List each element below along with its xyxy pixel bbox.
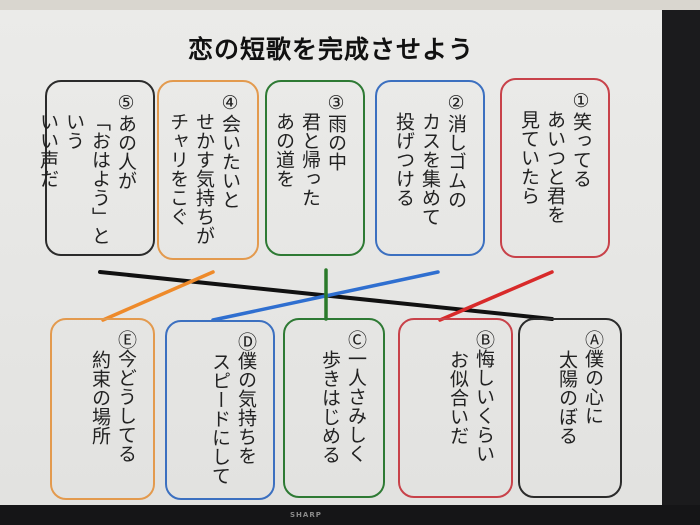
card-line: ①笑ってる bbox=[570, 90, 592, 188]
card-text: Ⓓ僕の気持ちをスピードにして bbox=[207, 332, 259, 485]
card-C[interactable]: Ⓒ一人さみしく歩きはじめる bbox=[283, 318, 385, 498]
card-line: ⑤あの人が bbox=[115, 92, 137, 190]
card-text: ①笑ってるあいつと君を見ていたら bbox=[516, 90, 594, 224]
card-text: Ⓔ今どうしてる約束の場所 bbox=[87, 330, 139, 463]
connection-1-B bbox=[438, 270, 554, 322]
card-line: 太陽のぼる bbox=[556, 350, 578, 445]
connection-4-E bbox=[101, 270, 215, 322]
card-line: 「おはよう」という bbox=[63, 112, 111, 245]
card-line: ③雨の中 bbox=[325, 92, 347, 171]
tv-bezel bbox=[0, 505, 700, 525]
card-line: ④会いたいと bbox=[219, 92, 241, 209]
background-wall bbox=[0, 0, 700, 10]
card-text: Ⓑ悔しいくらいお似合いだ bbox=[445, 330, 497, 463]
card-text: ④会いたいとせかす気持ちがチャリをこぐ bbox=[165, 92, 243, 245]
card-line: カスを集めて bbox=[419, 112, 441, 226]
card-line: 投げつける bbox=[393, 112, 415, 207]
card-line: あいつと君を bbox=[544, 110, 566, 224]
card-D[interactable]: Ⓓ僕の気持ちをスピードにして bbox=[165, 320, 275, 500]
card-line: Ⓔ今どうしてる bbox=[115, 330, 137, 463]
card-line: あの道を bbox=[273, 112, 295, 188]
card-text: ②消しゴムのカスを集めて投げつける bbox=[391, 92, 469, 226]
card-line: ②消しゴムの bbox=[445, 92, 467, 209]
card-line: Ⓓ僕の気持ちを bbox=[235, 332, 257, 465]
card-text: ③雨の中君と帰ったあの道を bbox=[271, 92, 349, 207]
slide-title: 恋の短歌を完成させよう bbox=[187, 35, 474, 64]
card-1[interactable]: ①笑ってるあいつと君を見ていたら bbox=[500, 78, 610, 258]
card-line: チャリをこぐ bbox=[167, 112, 189, 226]
card-line: Ⓒ一人さみしく bbox=[345, 330, 367, 463]
card-2[interactable]: ②消しゴムのカスを集めて投げつける bbox=[375, 80, 485, 256]
card-text: Ⓐ僕の心に太陽のぼる bbox=[554, 330, 606, 445]
card-line: せかす気持ちが bbox=[193, 112, 215, 245]
brand-logo: SHARP bbox=[290, 511, 322, 519]
card-line: いい声だ bbox=[37, 112, 59, 188]
card-line: 約束の場所 bbox=[89, 350, 111, 445]
card-text: ⑤あの人が「おはよう」といういい声だ bbox=[35, 92, 139, 254]
card-4[interactable]: ④会いたいとせかす気持ちがチャリをこぐ bbox=[157, 80, 259, 260]
card-text: Ⓒ一人さみしく歩きはじめる bbox=[317, 330, 369, 464]
card-3[interactable]: ③雨の中君と帰ったあの道を bbox=[265, 80, 365, 256]
card-line: Ⓐ僕の心に bbox=[582, 330, 604, 425]
card-line: 歩きはじめる bbox=[319, 350, 341, 464]
card-E[interactable]: Ⓔ今どうしてる約束の場所 bbox=[50, 318, 155, 500]
card-line: 見ていたら bbox=[518, 110, 540, 205]
card-A[interactable]: Ⓐ僕の心に太陽のぼる bbox=[518, 318, 622, 498]
card-line: Ⓑ悔しいくらい bbox=[473, 330, 495, 463]
card-5[interactable]: ⑤あの人が「おはよう」といういい声だ bbox=[37, 80, 155, 256]
card-B[interactable]: Ⓑ悔しいくらいお似合いだ bbox=[398, 318, 513, 498]
card-line: スピードにして bbox=[209, 352, 231, 485]
card-line: 君と帰った bbox=[299, 112, 321, 207]
card-line: お似合いだ bbox=[447, 350, 469, 445]
